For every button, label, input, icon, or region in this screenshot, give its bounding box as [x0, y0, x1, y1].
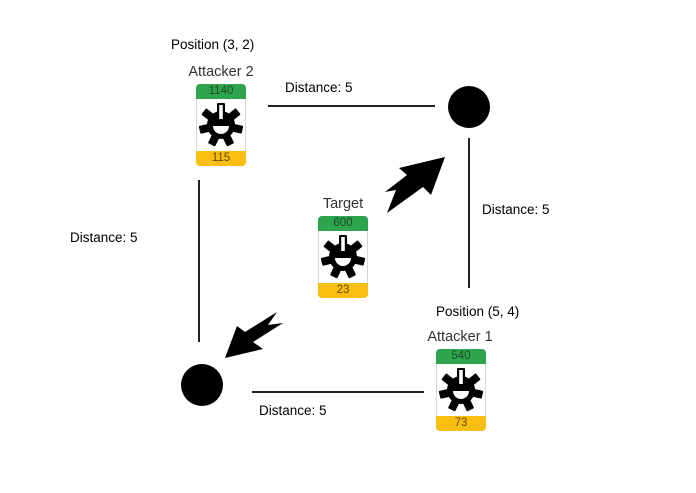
distance-label-right: Distance: 5	[482, 202, 550, 217]
distance-label-top: Distance: 5	[285, 80, 353, 95]
distance-label-left: Distance: 5	[70, 230, 138, 245]
position-node-bottom-left	[181, 364, 223, 406]
unit-name-target: Target	[322, 196, 364, 212]
unit-card-target[interactable]: 600 23	[318, 216, 368, 298]
unit-name-attacker-1: Attacker 1	[427, 329, 493, 345]
unit-card-attacker-2[interactable]: 1140 115	[196, 84, 246, 166]
gear-face-icon	[438, 368, 484, 412]
unit-card-attacker-1[interactable]: 540 73	[436, 349, 486, 431]
hp-bar: 600	[318, 216, 368, 231]
arrow-down-left-icon	[225, 312, 283, 358]
edge-bottom	[252, 391, 424, 393]
mp-bar: 23	[318, 283, 368, 298]
hp-bar: 540	[436, 349, 486, 364]
gear-face-icon	[198, 103, 244, 147]
edge-top	[268, 105, 435, 107]
gear-face-icon	[320, 235, 366, 279]
edge-left	[198, 180, 200, 342]
distance-label-bottom: Distance: 5	[259, 403, 327, 418]
position-label-attacker-2: Position (3, 2)	[171, 37, 255, 52]
unit-name-attacker-2: Attacker 2	[188, 64, 254, 80]
mp-bar: 115	[196, 151, 246, 166]
hp-bar: 1140	[196, 84, 246, 99]
position-label-attacker-1: Position (5, 4)	[436, 304, 520, 319]
position-node-top-right	[448, 86, 490, 128]
edge-right	[468, 138, 470, 288]
mp-bar: 73	[436, 416, 486, 431]
arrow-up-right-icon	[385, 157, 445, 213]
